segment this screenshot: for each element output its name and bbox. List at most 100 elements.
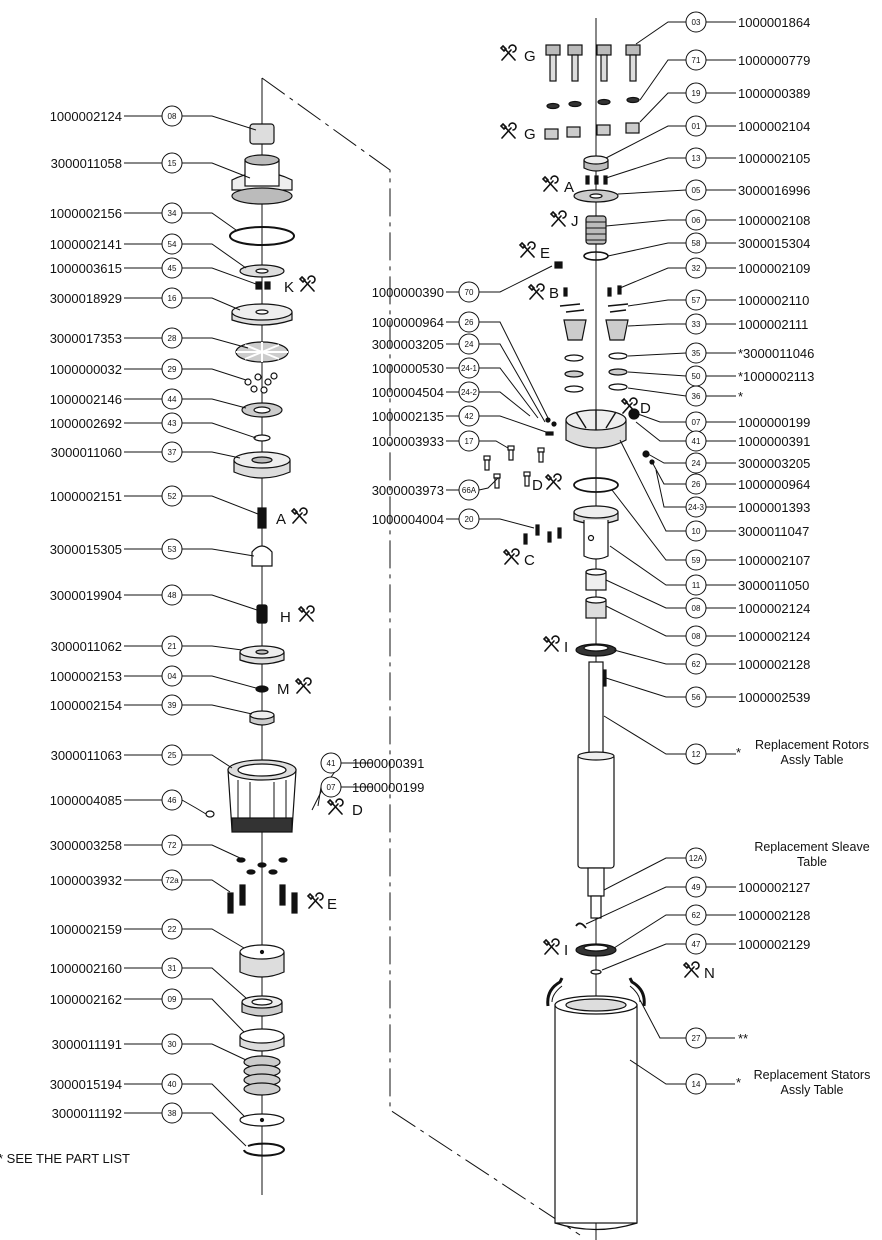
left-callout-bubble [161, 202, 183, 224]
right-callout-part-number: 3000015304 [738, 236, 810, 251]
right-callout-part-number: 3000016996 [738, 183, 810, 198]
tool-key-label: N [704, 965, 715, 982]
left-callout-bubble [161, 635, 183, 657]
right-callout-item: 33 [692, 320, 701, 329]
right-callout-bubble [685, 597, 707, 619]
right-callout-item: 07 [692, 418, 701, 427]
left-callout-part-number: 3000011063 [51, 748, 122, 763]
right-callout-part-number: 1000002128 [738, 657, 810, 672]
tool-key-label: A [276, 511, 286, 528]
right-callout-item: 03 [692, 18, 701, 27]
mid-callout-part-number: 3000003973 [372, 483, 444, 498]
replacement-note: Assly Table [781, 1083, 844, 1097]
right-callout-bubble [685, 933, 707, 955]
mid-callout-item: 66A [462, 486, 477, 495]
right-callout-item: 08 [692, 604, 701, 613]
tool-key-label: G [524, 126, 536, 143]
right-callout-bubble [685, 473, 707, 495]
footnote: * SEE THE PART LIST [0, 1151, 130, 1166]
right-callout-item: 26 [692, 480, 701, 489]
right-callout-bubble [685, 11, 707, 33]
right-callout-part-number: 1000002104 [738, 119, 810, 134]
left-callout-bubble [161, 789, 183, 811]
right-callout-item: 13 [692, 154, 701, 163]
right-callout-bubble [685, 82, 707, 104]
tool-key-label: K [284, 279, 294, 296]
left-callout-item: 40 [168, 1080, 177, 1089]
assembly-axes [261, 18, 597, 1240]
left-callout-part-number: 1000000032 [50, 362, 122, 377]
right-callout-bubble [685, 904, 707, 926]
right-callout-item: 71 [692, 56, 701, 65]
tool-key-label: M [277, 681, 290, 698]
right-callout-bubble [685, 496, 707, 518]
right-callout-item: 24 [692, 459, 701, 468]
left-callout-item: 15 [168, 159, 177, 168]
right-callout-bubble [685, 179, 707, 201]
right-callout-bubble [685, 342, 707, 364]
left-callout-bubble [161, 358, 183, 380]
left-callout-bubble [161, 485, 183, 507]
left-callout-part-number: 3000011058 [51, 156, 122, 171]
mid-callout-item: 17 [465, 437, 474, 446]
right-callout-bubble [685, 232, 707, 254]
right-callout-part-number: 1000000391 [738, 434, 810, 449]
tool-key-label: E [327, 896, 337, 913]
left-callout-part-number: 3000017353 [50, 331, 122, 346]
right-callout-item: 62 [692, 911, 701, 920]
tool-key-label: J [571, 213, 579, 230]
right-callout-part-number: 1000002129 [738, 937, 810, 952]
tool-key-label: C [524, 552, 535, 569]
mid-callout-bubble [458, 333, 480, 355]
tool-key-label: I [564, 942, 568, 959]
small-callout-item: 41 [327, 759, 336, 768]
right-callout-part-number: 1000000964 [738, 477, 810, 492]
left-callout-part-number: 1000002124 [50, 109, 122, 124]
left-callout-item: 52 [168, 492, 177, 501]
right-callout-part-number: 1000002127 [738, 880, 810, 895]
left-callout-bubble [161, 1073, 183, 1095]
mid-callout-bubble [458, 405, 480, 427]
left-callout-item: 28 [168, 334, 177, 343]
left-callout-part-number: 3000019904 [50, 588, 122, 603]
right-callout-item: 06 [692, 216, 701, 225]
left-callout-item: 72 [168, 841, 177, 850]
left-callout-part-number: 1000004085 [50, 793, 122, 808]
small-callout-bubble [320, 776, 342, 798]
left-callout-item: 45 [168, 264, 177, 273]
right-callout-item: 14 [692, 1080, 701, 1089]
right-callout-item: 12A [689, 854, 704, 863]
right-callout-bubble [685, 1027, 707, 1049]
left-callout-item: 44 [168, 395, 177, 404]
right-callout-part-number: 3000011050 [738, 578, 809, 593]
right-callout-item: 59 [692, 556, 701, 565]
tool-key-label: A [564, 179, 574, 196]
mid-callout-item: 24-1 [461, 364, 478, 373]
tool-key-label: D [640, 400, 651, 417]
tool-key-label: I [564, 639, 568, 656]
left-callout-bubble [161, 584, 183, 606]
left-callout-bubble [161, 105, 183, 127]
left-callout-part-number: 3000011192 [52, 1106, 122, 1121]
right-callout-part-number: *3000011046 [738, 346, 814, 361]
tool-key-label: G [524, 48, 536, 65]
left-callout-item: 43 [168, 419, 177, 428]
right-callout-bubble [685, 452, 707, 474]
right-callout-item: 36 [692, 392, 701, 401]
left-callout-part-number: 1000002162 [50, 992, 122, 1007]
right-callout-item: 05 [692, 186, 701, 195]
left-callout-part-number: 1000003615 [50, 261, 122, 276]
mid-callout-part-number: 1000003933 [372, 434, 444, 449]
left-callout-item: 30 [168, 1040, 177, 1049]
mid-callout-bubble [458, 281, 480, 303]
right-callout-part-number: 1000002111 [738, 317, 808, 332]
mid-callout-item: 26 [465, 318, 474, 327]
left-callout-part-number: 1000002160 [50, 961, 122, 976]
left-callout-part-number: 3000011191 [52, 1037, 122, 1052]
replacement-note: Assly Table [781, 753, 844, 767]
left-callout-item: 22 [168, 925, 177, 934]
left-callout-item: 29 [168, 365, 177, 374]
right-callout-part-number: 1000000389 [738, 86, 810, 101]
left-callout-bubble [161, 988, 183, 1010]
